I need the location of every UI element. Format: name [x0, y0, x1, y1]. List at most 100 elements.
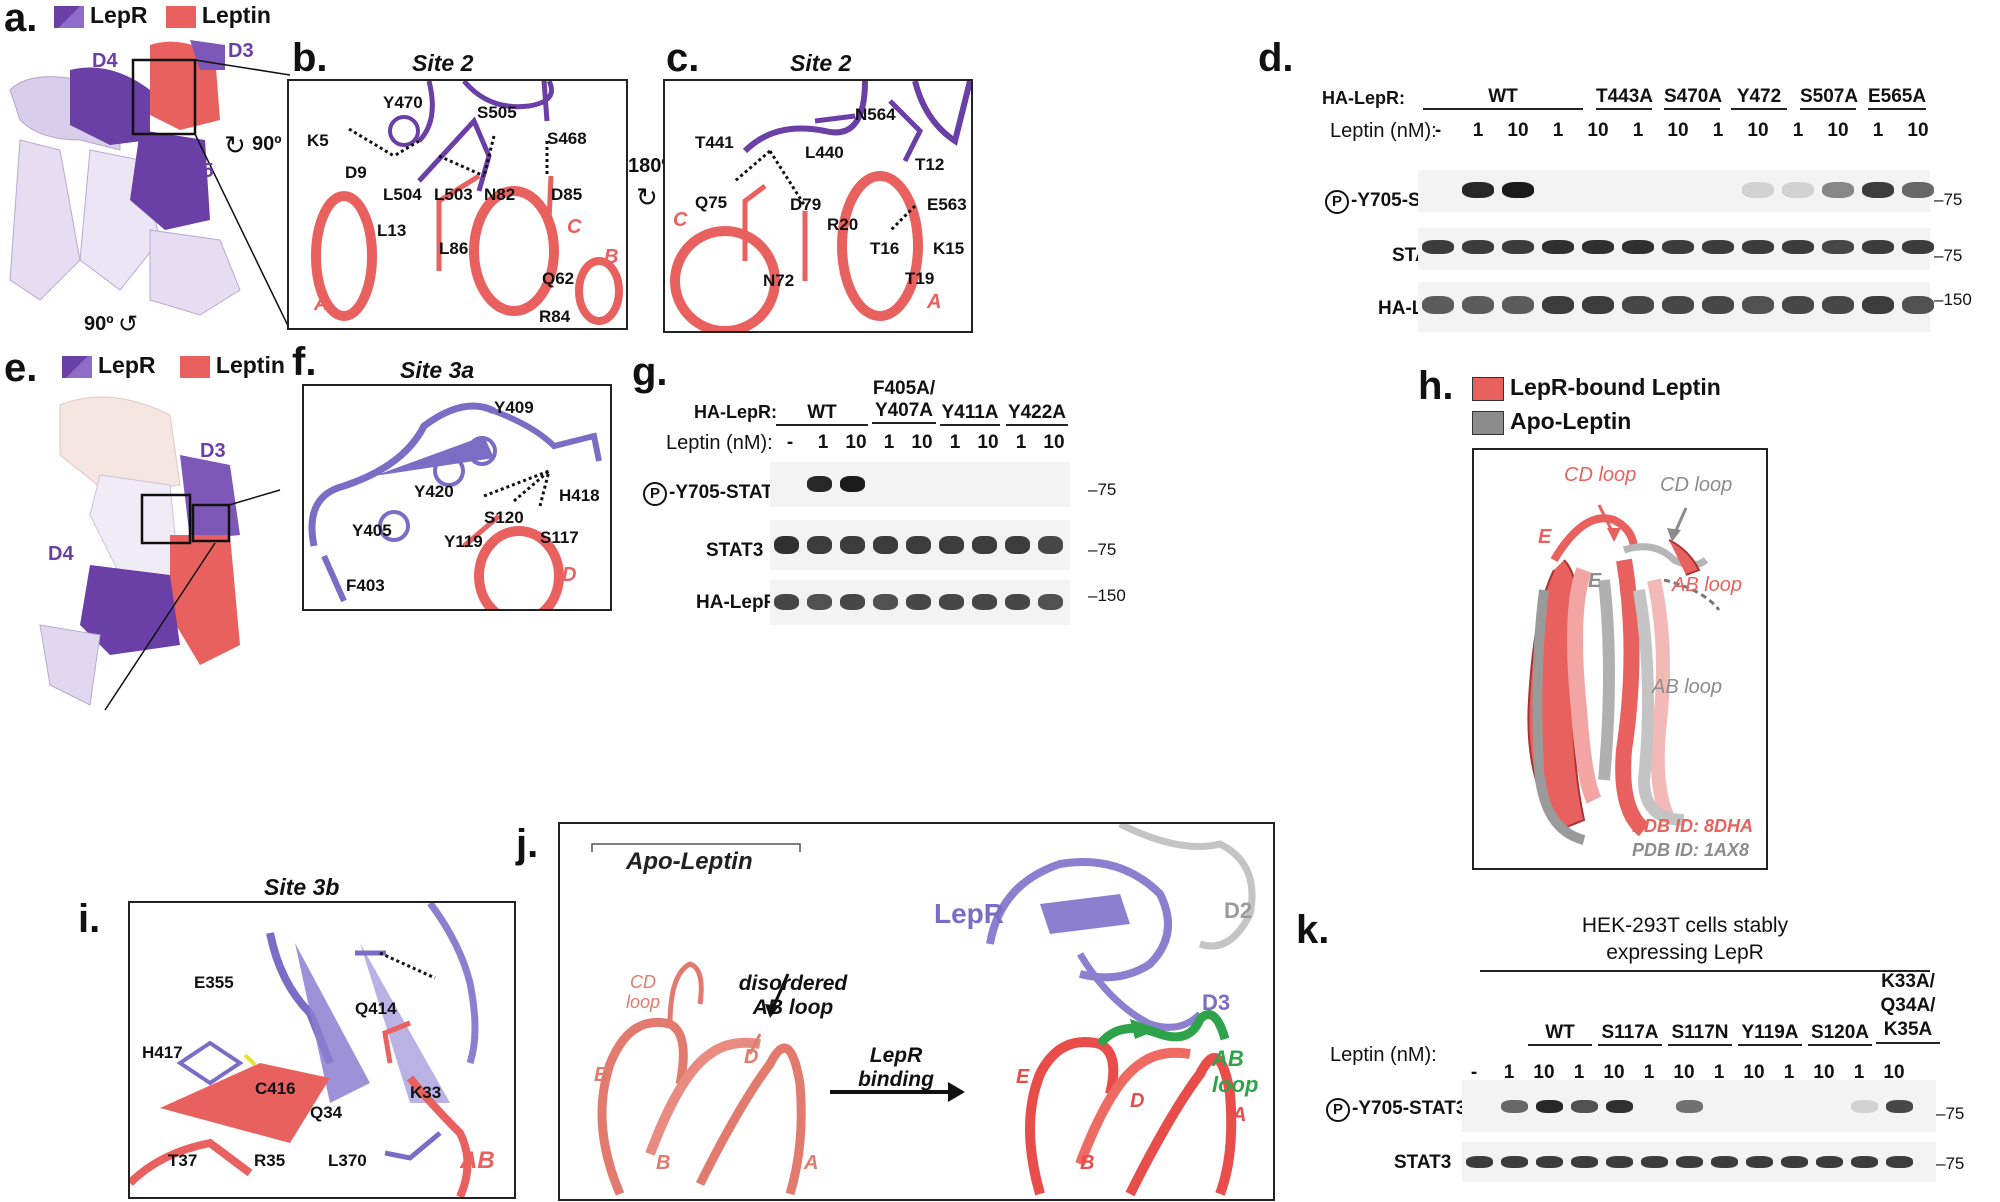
- residue-n564: N564: [855, 105, 896, 124]
- blot-band: [1851, 1100, 1878, 1113]
- domain-d3-a: D3: [228, 40, 254, 62]
- group-t443a-d: T443A: [1596, 86, 1653, 110]
- helix-d-f: D: [562, 564, 577, 586]
- residue-t19: T19: [905, 269, 935, 288]
- panel-f-frame: Y409 Y420 H418 Y405 S120 S117 Y119 F403 …: [302, 384, 612, 611]
- residue-n82: N82: [484, 185, 516, 204]
- group-s507a-d: S507A: [1800, 86, 1858, 110]
- dose-label: 10: [1907, 120, 1929, 141]
- residue-y420: Y420: [414, 482, 454, 501]
- ab-loop-j: AB loop: [1212, 1046, 1259, 1097]
- blot-band: [774, 594, 799, 610]
- residue-h418: H418: [559, 486, 600, 505]
- blot-band: [972, 536, 997, 554]
- ha-lepr-label-d: HA-LepR:: [1322, 88, 1405, 108]
- blot-band: [1662, 296, 1694, 314]
- blot-band: [1582, 240, 1614, 254]
- helix-a-c: A: [927, 291, 942, 313]
- residue-q75: Q75: [695, 193, 728, 212]
- dose-label: 1: [1783, 1062, 1795, 1083]
- blot-band: [873, 536, 898, 554]
- helix-a-b: A: [314, 293, 329, 315]
- residue-t37: T37: [168, 1151, 198, 1170]
- helix-b-apo-j: B: [656, 1152, 671, 1174]
- dose-label: 10: [1043, 432, 1065, 453]
- pdb-8dha: PDB ID: 8DHA: [1632, 816, 1754, 836]
- residue-t12: T12: [915, 155, 945, 174]
- dose-label: 1: [1573, 1062, 1585, 1083]
- helix-e-apo-j: E: [594, 1064, 608, 1086]
- blot-band: [1742, 182, 1774, 198]
- blot-band: [1582, 296, 1614, 314]
- legend-lepr: LepR: [90, 2, 148, 28]
- helix-b-b: B: [604, 246, 619, 268]
- blot-band: [1462, 296, 1494, 314]
- dose-label: 10: [1743, 1062, 1765, 1083]
- blot-band: [1502, 296, 1534, 314]
- helix-b-bound-j: B: [1080, 1152, 1095, 1174]
- d3-label-j: D3: [1202, 990, 1231, 1015]
- dose-label: 1: [1853, 1062, 1865, 1083]
- blot-band: [1622, 296, 1654, 314]
- dose-label: 10: [1883, 1062, 1905, 1083]
- panel-e-legend: LepR Leptin: [62, 352, 285, 379]
- dose-label: 1: [1472, 120, 1484, 141]
- residue-l86: L86: [439, 239, 469, 258]
- lepr-binding-arrow-label: LepR binding: [858, 1044, 934, 1091]
- blot-band: [1501, 1100, 1528, 1113]
- blot-band: [1502, 182, 1534, 198]
- residue-q34: Q34: [310, 1103, 343, 1122]
- blot-band: [1742, 296, 1774, 314]
- domain-d5-a: D5: [188, 160, 214, 182]
- helix-e-apo: E: [1588, 570, 1602, 592]
- panel-j-frame: Apo-Leptin CD loop disordered AB loop Le…: [558, 822, 1275, 1201]
- group-k33a-k: K33A/Q34A/K35A: [1876, 970, 1940, 1044]
- blot-band: [1662, 240, 1694, 254]
- residue-y470: Y470: [383, 93, 423, 112]
- helix-d-bound-j: D: [1130, 1090, 1145, 1112]
- dose-label: 1: [949, 432, 961, 453]
- blot-band: [1038, 594, 1063, 610]
- row-pstat3-label-g: -Y705-STAT3: [669, 482, 784, 503]
- panel-c-label: c.: [666, 36, 700, 80]
- group-y411a-g: Y411A: [940, 402, 1000, 426]
- dose-label: 10: [1587, 120, 1609, 141]
- residue-l503: L503: [434, 185, 473, 204]
- dose-label: 10: [845, 432, 867, 453]
- disordered-ab-loop: disordered AB loop: [738, 972, 848, 1019]
- d2-label-j: D2: [1224, 898, 1253, 923]
- mw-75-g1: –75: [1088, 480, 1117, 499]
- panel-j-structure: [591, 824, 1256, 1197]
- blot-band: [840, 536, 865, 554]
- blot-band: [1005, 536, 1030, 554]
- group-f405a-g: F405A/Y407A: [872, 378, 936, 424]
- panel-a-density-map: [9, 40, 290, 330]
- pdb-1ax8: PDB ID: 1AX8: [1632, 840, 1750, 860]
- blot-band: [807, 476, 832, 492]
- group-y119a-k: Y119A: [1738, 1022, 1802, 1046]
- blot-band: [1822, 296, 1854, 314]
- dose-label: 1: [1632, 120, 1644, 141]
- residue-l370: L370: [328, 1151, 367, 1170]
- blot-band: [1571, 1100, 1598, 1113]
- legend-lepr-bound: LepR-bound Leptin: [1510, 374, 1721, 400]
- group-s470a-d: S470A: [1664, 86, 1722, 110]
- blot-band: [1742, 240, 1774, 254]
- blot-band: [1462, 182, 1494, 198]
- panel-h-structure: [1527, 504, 1721, 845]
- panel-i-label: i.: [78, 897, 101, 941]
- ha-lepr-label-g: HA-LepR:: [694, 402, 777, 422]
- apo-leptin-title: Apo-Leptin: [626, 848, 753, 875]
- dose-label: 10: [1533, 1062, 1555, 1083]
- panel-e-label: e.: [4, 346, 38, 390]
- residue-s120: S120: [484, 508, 524, 527]
- blot-band: [1782, 240, 1814, 254]
- dose-label: 10: [911, 432, 933, 453]
- rotation-90-a: 90º: [252, 133, 282, 155]
- panel-c-title: Site 2: [790, 50, 852, 76]
- mw-75-k1: –75: [1936, 1104, 1965, 1123]
- residue-y409: Y409: [494, 398, 534, 417]
- residue-y119: Y119: [444, 532, 483, 551]
- blot-band: [1886, 1100, 1913, 1113]
- helix-d-apo-j: D: [744, 1046, 759, 1068]
